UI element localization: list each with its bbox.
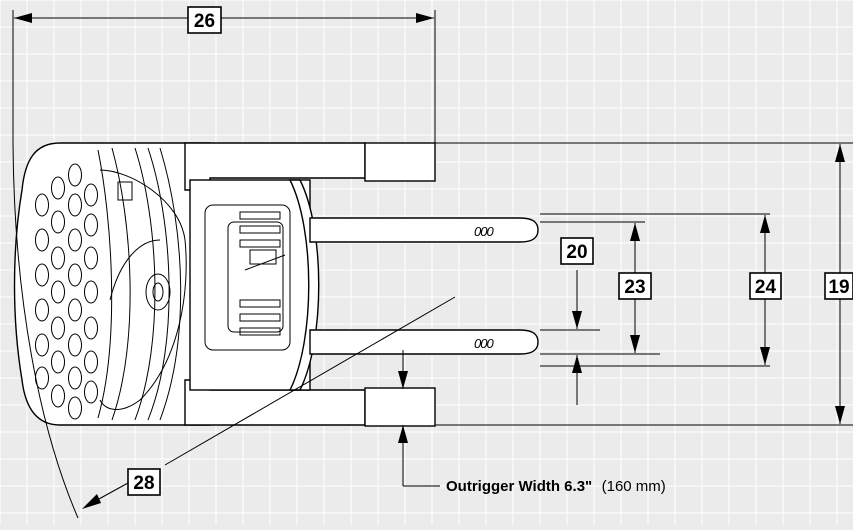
dim-24-arrow-bottom — [760, 347, 770, 365]
side-guard-band-2 — [111, 147, 131, 421]
dim-19-arrow-bottom — [835, 406, 845, 424]
upper-fork — [309, 217, 539, 243]
floor-mat-oval — [84, 213, 98, 237]
callout-28-label: 28 — [133, 473, 154, 494]
dim-23-arrow-top — [630, 223, 640, 241]
floor-mat-oval — [68, 263, 82, 287]
carriage-rib — [239, 239, 281, 248]
operator-compartment-shell — [13, 142, 211, 426]
control-knob-inner — [152, 282, 164, 302]
floor-mat-oval — [35, 193, 49, 217]
dim-26-arrow-right — [416, 13, 434, 23]
callout-19-label: 19 — [828, 277, 849, 298]
side-guard-band-4 — [147, 147, 170, 421]
control-knob — [145, 273, 171, 311]
dim-28-arc — [12, 142, 79, 519]
carriage-rib — [239, 225, 281, 234]
callout-23: 23 — [618, 272, 652, 300]
side-guard-band-1 — [97, 149, 113, 419]
outrigger-arrow-bottom — [398, 425, 408, 443]
carriage-bracket — [249, 249, 277, 265]
outrigger-width-metric: (160 mm) — [602, 478, 666, 495]
upper-fork-marking: 000 — [474, 224, 494, 239]
floor-mat-oval — [35, 298, 49, 322]
floor-mat-oval — [84, 280, 98, 304]
carriage-rib — [239, 299, 281, 308]
carriage-plate — [204, 204, 291, 351]
floor-mat-oval — [35, 333, 49, 357]
dim-20-arrow-bottom — [572, 355, 582, 373]
dim-24-arrow-top — [760, 215, 770, 233]
floor-mat-oval — [51, 384, 65, 408]
callout-26-label: 26 — [194, 11, 215, 32]
floor-mat-oval — [68, 396, 82, 420]
floor-mat-oval — [35, 228, 49, 252]
lower-outrigger-wheel — [364, 387, 436, 427]
floor-mat-oval — [68, 298, 82, 322]
carriage-ribs — [239, 211, 281, 336]
keypad — [117, 181, 133, 201]
floor-mat-oval — [51, 350, 65, 374]
dim-19-arrow-top — [835, 144, 845, 162]
lower-fork-marking: 000 — [474, 336, 494, 351]
lower-fork — [309, 329, 539, 355]
dim-20-arrow-top — [572, 311, 582, 329]
side-guard-band-3 — [134, 147, 156, 421]
floor-mat-oval — [68, 163, 82, 187]
outrigger-arrow-top — [398, 371, 408, 389]
carriage-rod — [244, 254, 286, 271]
floor-mat-oval — [84, 316, 98, 340]
callout-20: 20 — [560, 237, 594, 265]
callout-26: 26 — [187, 6, 222, 34]
callout-24-label: 24 — [755, 277, 777, 298]
callout-23-label: 23 — [624, 277, 645, 298]
floor-mat-oval — [68, 366, 82, 390]
floor-mat-oval — [51, 316, 65, 340]
floor-mat-oval — [84, 183, 98, 207]
outrigger-width-note: Outrigger Width 6.3" (160 mm) — [446, 478, 666, 495]
floor-mat-oval — [68, 333, 82, 357]
carriage-rib — [239, 327, 281, 336]
floor-mat-oval — [84, 350, 98, 374]
dim-28-radius-line — [164, 296, 456, 466]
truck-top-view: 000 000 — [13, 142, 539, 427]
floor-mat-ovals — [35, 163, 98, 420]
dim-28-arrow — [82, 494, 101, 509]
dim-23-arrow-bottom — [630, 335, 640, 353]
floor-mat-oval — [35, 263, 49, 287]
steering-arc — [109, 239, 161, 301]
floor-mat-oval — [68, 193, 82, 217]
dim-26-arrow-left — [14, 13, 32, 23]
floor-mat-oval — [51, 210, 65, 234]
side-guard-band-5 — [159, 147, 182, 421]
floor-mat-oval — [51, 176, 65, 200]
carriage-rib — [239, 313, 281, 322]
compartment-interior — [99, 169, 187, 410]
floor-mat-oval — [84, 380, 98, 404]
callout-20-label: 20 — [566, 242, 587, 263]
floor-mat-oval — [84, 246, 98, 270]
carriage-rib — [239, 211, 281, 220]
callout-24: 24 — [749, 272, 782, 300]
floor-mat-oval — [51, 280, 65, 304]
callout-28: 28 — [127, 468, 161, 496]
floor-mat-oval — [51, 246, 65, 270]
upper-outrigger-wheel — [364, 142, 436, 182]
carriage-inner — [227, 221, 284, 333]
floor-mat-oval — [68, 228, 82, 252]
outrigger-width-label: Outrigger Width 6.3" — [446, 478, 592, 495]
callout-19: 19 — [824, 272, 853, 300]
